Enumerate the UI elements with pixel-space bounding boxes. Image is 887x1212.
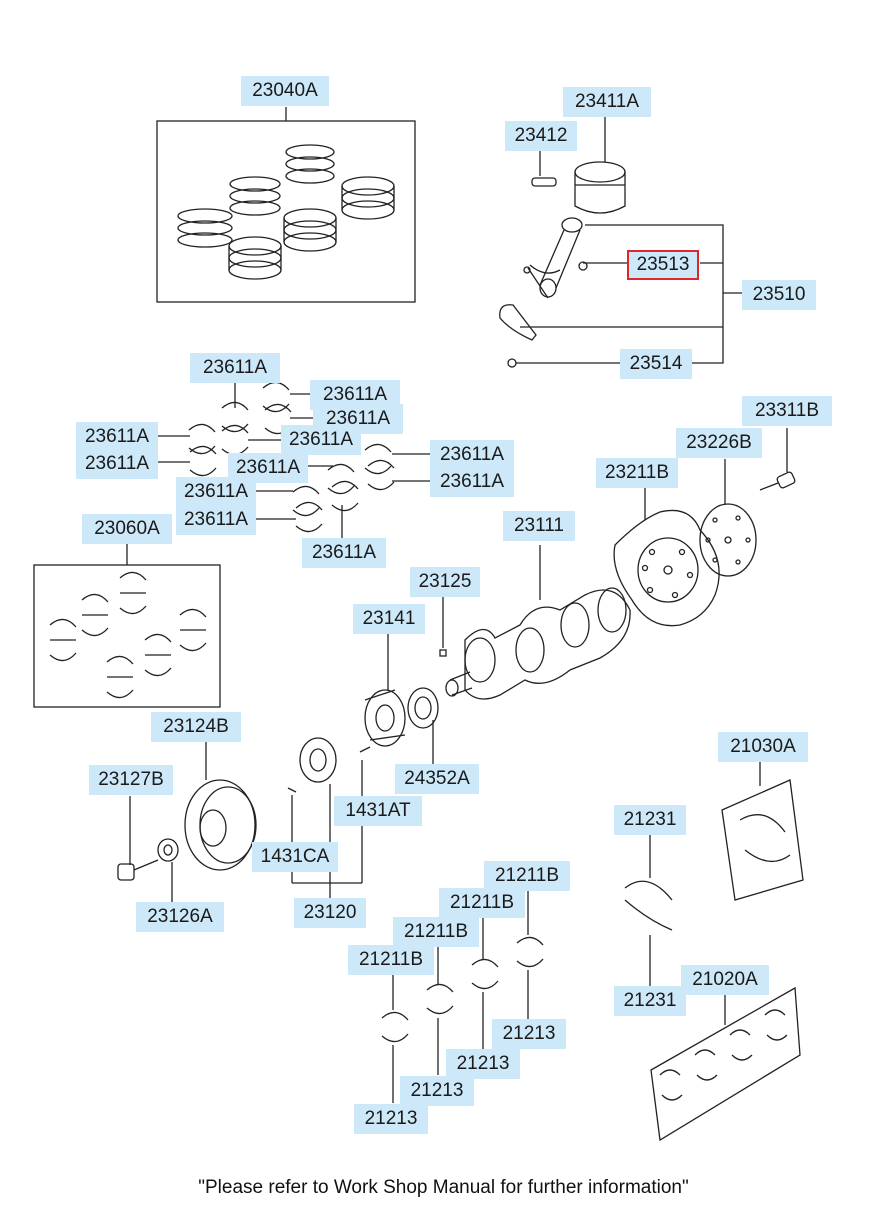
part-label-23226b[interactable]: 23226B <box>676 428 762 458</box>
part-label-21231[interactable]: 21231 <box>614 986 686 1016</box>
part-label-21231[interactable]: 21231 <box>614 805 686 835</box>
part-label-23126a[interactable]: 23126A <box>136 902 224 932</box>
part-label-21030a[interactable]: 21030A <box>718 732 808 762</box>
crankshaft-drawing <box>439 545 631 700</box>
part-label-21211b[interactable]: 21211B <box>348 945 434 975</box>
part-label-23411a[interactable]: 23411A <box>563 87 651 117</box>
footer-note: "Please refer to Work Shop Manual for fu… <box>198 1177 689 1198</box>
part-label-23124b[interactable]: 23124B <box>151 712 241 742</box>
sprocket-drawing <box>364 632 439 765</box>
part-label-23611a[interactable]: 23611A <box>76 449 158 479</box>
part-label-23211b[interactable]: 23211B <box>596 458 678 488</box>
part-label-23111[interactable]: 23111 <box>503 511 575 541</box>
part-label-1431at[interactable]: 1431AT <box>334 796 422 826</box>
lower-bearings-drawing <box>381 891 544 1103</box>
thrust-washer-drawing <box>624 762 804 986</box>
bearing-set-drawing <box>33 544 221 708</box>
part-label-23125[interactable]: 23125 <box>410 567 480 597</box>
part-label-23412[interactable]: 23412 <box>505 121 577 151</box>
bearing-kit-drawing <box>650 986 801 1142</box>
part-label-21213[interactable]: 21213 <box>354 1104 428 1134</box>
part-label-23611a[interactable]: 23611A <box>176 505 256 535</box>
part-label-23060a[interactable]: 23060A <box>82 514 172 544</box>
piston-conrod-drawing <box>499 115 742 368</box>
piston-ring-set-drawing <box>156 107 416 303</box>
part-label-1431ca[interactable]: 1431CA <box>252 842 338 872</box>
part-label-23611a[interactable]: 23611A <box>76 422 158 452</box>
drive-plate-drawing <box>613 428 796 627</box>
part-label-23510[interactable]: 23510 <box>742 280 816 310</box>
part-label-21211b[interactable]: 21211B <box>393 917 479 947</box>
part-label-23611a[interactable]: 23611A <box>430 440 514 470</box>
part-label-23611a[interactable]: 23611A <box>190 353 280 383</box>
part-label-23611a[interactable]: 23611A <box>430 467 514 497</box>
part-label-23127b[interactable]: 23127B <box>89 765 173 795</box>
part-label-23611a[interactable]: 23611A <box>281 425 361 455</box>
part-label-21213[interactable]: 21213 <box>492 1019 566 1049</box>
bearing-shells-drawing <box>155 381 432 538</box>
part-label-23514[interactable]: 23514 <box>620 349 692 379</box>
part-label-23120[interactable]: 23120 <box>294 898 366 928</box>
part-label-24352a[interactable]: 24352A <box>395 764 479 794</box>
part-label-23611a[interactable]: 23611A <box>302 538 386 568</box>
part-label-21211b[interactable]: 21211B <box>439 888 525 918</box>
part-label-21211b[interactable]: 21211B <box>484 861 570 891</box>
pulley-drawing <box>117 737 371 906</box>
part-label-23040a[interactable]: 23040A <box>241 76 329 106</box>
part-label-21020a[interactable]: 21020A <box>681 965 769 995</box>
part-label-21213[interactable]: 21213 <box>446 1049 520 1079</box>
part-label-23311b[interactable]: 23311B <box>742 396 832 426</box>
part-label-23611a[interactable]: 23611A <box>176 477 256 507</box>
part-label-23141[interactable]: 23141 <box>353 604 425 634</box>
part-label-23513[interactable]: 23513 <box>627 250 699 280</box>
part-label-21213[interactable]: 21213 <box>400 1076 474 1106</box>
